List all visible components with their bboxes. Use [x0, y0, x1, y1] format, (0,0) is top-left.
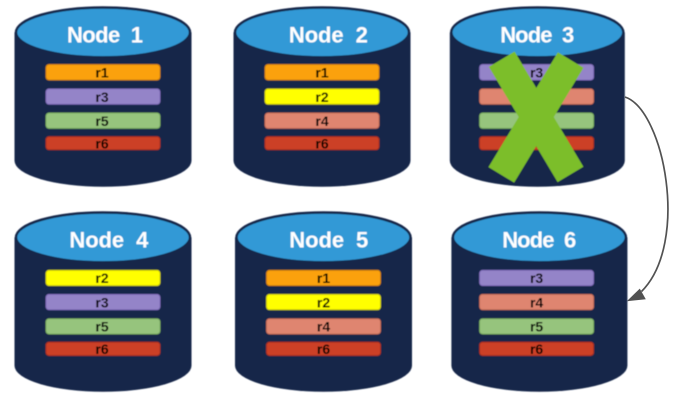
svg-text:Node 6: Node 6: [502, 228, 576, 253]
svg-text:r2: r2: [315, 89, 328, 105]
svg-text:r4: r4: [530, 294, 543, 310]
svg-text:r5: r5: [95, 113, 108, 129]
svg-text:r4: r4: [315, 113, 328, 129]
svg-text:r5: r5: [95, 319, 108, 335]
svg-text:Node 2: Node 2: [289, 23, 368, 48]
svg-text:Node 1: Node 1: [67, 23, 143, 48]
svg-text:r3: r3: [530, 65, 543, 81]
svg-text:r4: r4: [317, 319, 330, 335]
svg-text:r2: r2: [95, 270, 108, 286]
svg-text:Node 4: Node 4: [69, 228, 149, 253]
svg-text:r3: r3: [95, 294, 108, 310]
svg-text:r3: r3: [530, 270, 543, 286]
svg-text:r1: r1: [95, 65, 108, 81]
svg-text:r6: r6: [315, 136, 328, 152]
svg-text:Node 3: Node 3: [500, 23, 574, 48]
svg-text:r1: r1: [317, 270, 330, 286]
svg-text:r6: r6: [95, 341, 108, 357]
svg-text:Node 5: Node 5: [289, 228, 368, 253]
svg-text:r6: r6: [95, 136, 108, 152]
svg-text:r6: r6: [317, 341, 330, 357]
svg-text:r1: r1: [315, 65, 328, 81]
svg-text:r5: r5: [530, 319, 543, 335]
svg-text:r6: r6: [530, 341, 543, 357]
svg-text:r3: r3: [95, 89, 108, 105]
svg-text:r2: r2: [317, 294, 330, 310]
